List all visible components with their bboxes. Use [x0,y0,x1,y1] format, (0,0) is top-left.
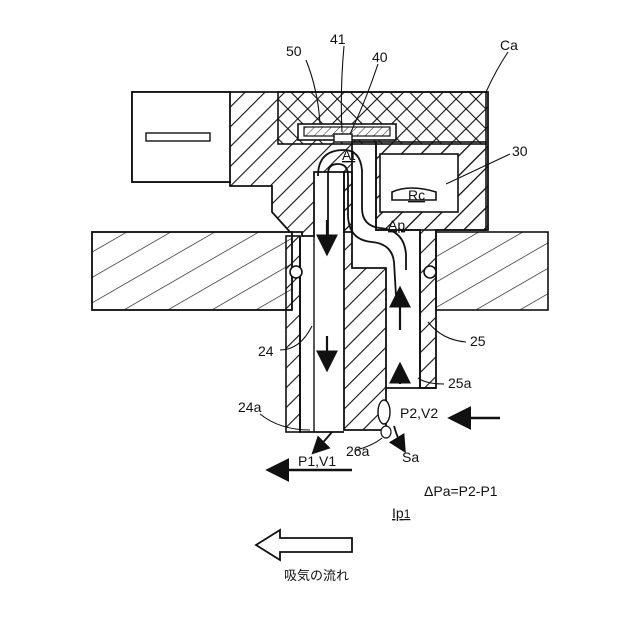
label-sa: Sa [402,449,419,465]
intake-pipe-wall [92,232,548,310]
label-41: 41 [330,31,346,47]
intake-flow-arrow [256,530,352,560]
label-intake-flow: 吸気の流れ [284,568,349,584]
label-40: 40 [372,49,388,65]
label-rc: Rc [408,187,425,203]
vortex-marks [378,400,391,438]
label-24a: 24a [238,399,262,415]
label-30: 30 [512,143,528,159]
label-ca: Ca [500,37,518,53]
label-p1v1: P1,V1 [298,453,336,469]
label-26a: 26a [346,443,370,459]
label-ip1: Ip1 [392,505,411,521]
sensor-chip [298,124,396,142]
label-p2v2: P2,V2 [400,405,438,421]
label-25: 25 [470,333,486,349]
label-24: 24 [258,343,274,359]
label-ap: Ap [388,217,405,233]
label-delta-pa: ΔPa=P2-P1 [424,483,498,499]
label-50: 50 [286,43,302,59]
label-at: At [342,147,355,163]
label-25a: 25a [448,375,472,391]
